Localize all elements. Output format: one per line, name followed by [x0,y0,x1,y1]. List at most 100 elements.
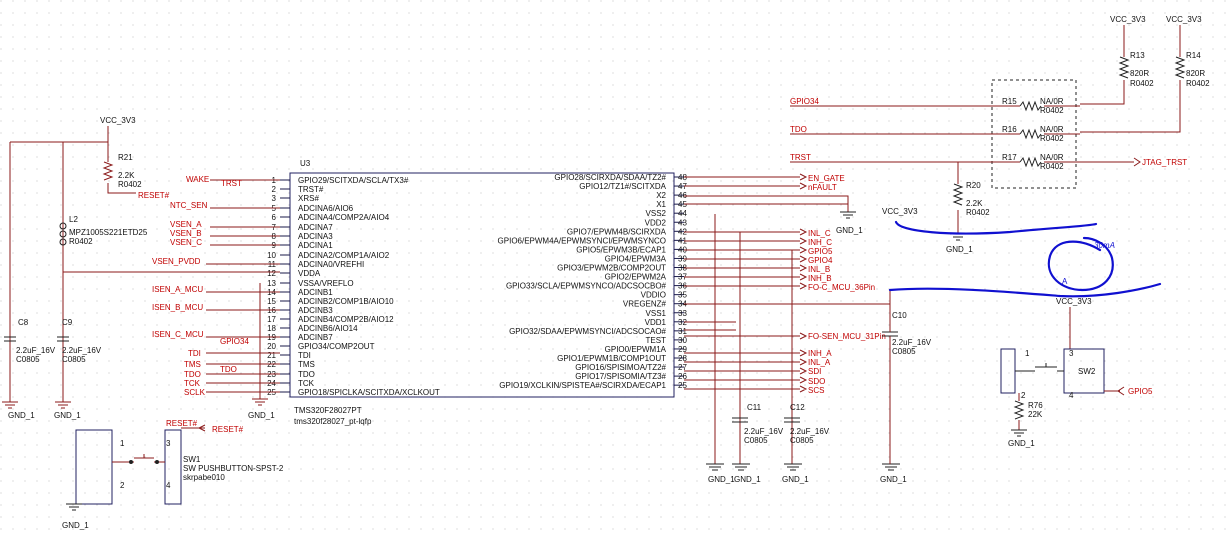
u3-right-pin-num: 41 [678,236,687,245]
u3-right-pin-num: 40 [678,245,687,254]
net-ntc-sen: NTC_SEN [170,201,208,210]
sw1-net-reset: RESET# [166,419,198,428]
u3-right-pins: 48GPIO28/SCIRXDA/SDAA/TZ2#47GPIO12/TZ1#/… [498,173,688,390]
u3-right-pin-num: 44 [678,209,687,218]
net-sdi: SDI [808,367,821,376]
u3-right-pin-name: VDD1 [645,318,667,327]
net-inl-c: INL_C [808,229,831,238]
net-inh-b: INH_B [808,274,832,283]
c12-pkg: C0805 [790,436,814,445]
gnd-c11: GND_1 [734,475,761,484]
u3-right-pin-num: 47 [678,182,687,191]
jtag-tdo: TDO [790,125,807,134]
r20-ref: R20 [966,181,981,190]
net-fo-c: FO-C_MCU_36Pin [808,283,875,292]
vcc-label-hand: VCC_3V3 [882,207,918,216]
r15-ref: R15 [1002,97,1017,106]
u3-left-pin-num: 20 [267,342,276,351]
u3-right-pin-name: GPIO17/SPISOMIA/TZ3# [575,372,666,381]
u3-left-pin-name: GPIO18/SPICLKA/SCITXDA/XCLKOUT [298,388,440,397]
u3-left-pin-name: VSSA/VREFLO [298,279,354,288]
c10-ref: C10 [892,311,907,320]
u3-right-pin-name: GPIO12/TZ1#/SCITXDA [579,182,666,191]
net-nfault: nFAULT [808,183,837,192]
sw1-pkg: skrpabe010 [183,473,225,482]
u3-left-pin-name: ADCINA6/AIO6 [298,204,354,213]
gnd-vssa: GND_1 [248,411,275,420]
r20-pkg: R0402 [966,208,990,217]
sw2-pin1: 1 [1025,349,1030,358]
u3-right-pin-num: 31 [678,327,687,336]
gnd-r20: GND_1 [946,245,973,254]
gnd-c12: GND_1 [782,475,809,484]
r15-val: NA/0R [1040,97,1064,106]
u3-left-pin-num: 2 [272,185,277,194]
handwritten-annotation: A 30mA [888,220,1162,298]
left-net-labels: WAKE RESET# NTC_SEN VSEN_A VSEN_B VSEN_C… [138,175,280,397]
u3-right-pin-name: GPIO33/SCLA/EPWMSYNCO/ADCSOCBO# [506,282,667,291]
u3-left-pin-name: GPIO29/SCITXDA/SCLA/TX3# [298,176,409,185]
vcc-label-r21: VCC_3V3 [100,116,136,125]
u3-right-pin-name: GPIO0/EPWM1A [605,345,667,354]
u3-right-pin-num: 45 [678,200,687,209]
u3-left-pin-name: ADCINB6/AIO14 [298,324,358,333]
sw2-net-gpio5: GPIO5 [1128,387,1153,396]
net-sclk: SCLK [184,388,206,397]
u3-right-pin-name: VDDIO [641,291,666,300]
u3-left-pin-name: ADCINA1 [298,241,333,250]
r20-val: 2.2K [966,199,983,208]
u3-right-pin-num: 26 [678,372,687,381]
gnd-c10: GND_1 [880,475,907,484]
jtag-gpio34: GPIO34 [790,97,819,106]
c11-pkg: C0805 [744,436,768,445]
u3-left-pin-name: ADCINA0/VREFHI [298,260,364,269]
annotation-current: 30mA [1094,241,1115,250]
r13-val: 820R [1130,69,1149,78]
net-isen-c: ISEN_C_MCU [152,330,204,339]
net-wake: WAKE [186,175,209,184]
u3-left-pin-name: TRST# [298,185,324,194]
c12-val: 2.2uF_16V [790,427,830,436]
r21-val: 2.2K [118,171,135,180]
u3-right-pin-name: GPIO19/XCLKIN/SPISTEA#/SCIRXDA/ECAP1 [499,381,666,390]
sw1-val: SW PUSHBUTTON-SPST-2 [183,464,284,473]
l2-pkg: R0402 [69,237,93,246]
left-power-section: VCC_3V3 R21 2.2K R0402 L2 MPZ1005S221ETD… [2,116,280,420]
c9-val: 2.2uF_16V [62,346,102,355]
u3-right-pin-num: 48 [678,173,687,182]
l2-val: MPZ1005S221ETD25 [69,228,148,237]
r16-pkg: R0402 [1040,134,1064,143]
u3-right-pin-num: 33 [678,309,687,318]
r17-val: NA/0R [1040,153,1064,162]
sw1-ref: SW1 [183,455,201,464]
sw1-net-reset-arrow: RESET# [212,425,244,434]
u3-left-pin-name: ADCINA2/COMP1A/AIO2 [298,251,390,260]
u3-right-pin-num: 28 [678,354,687,363]
gnd-c8: GND_1 [8,411,35,420]
u3-right-pin-num: 42 [678,227,687,236]
c8-ref: C8 [18,318,29,327]
c10-pkg: C0805 [892,347,916,356]
vcc-label-sw2: VCC_3V3 [1056,297,1092,306]
vcc-label-r14: VCC_3V3 [1166,15,1202,24]
u3-left-pin-name: VDDA [298,269,321,278]
net-tdo-pin: TDO [220,365,237,374]
u3-right-pin-num: 34 [678,300,687,309]
u3-left-pin-name: ADCINB2/COMP1B/AIO10 [298,297,394,306]
sw1-left-body [75,429,113,505]
sw2-pin4: 4 [1069,391,1074,400]
net-vsen-pvdd: VSEN_PVDD [152,257,201,266]
u3-left-pin-num: 3 [272,194,277,203]
u3-left-pin-num: 15 [267,297,276,306]
u3-left-pin-name: ADCINA4/COMP2A/AIO4 [298,213,390,222]
r14-val: 820R [1186,69,1205,78]
sw2-pin3: 3 [1069,349,1074,358]
net-sdo: SDO [808,377,825,386]
r76-val: 22K [1028,410,1043,419]
u3-left-pin-name: ADCINA3 [298,232,333,241]
net-isen-b: ISEN_B_MCU [152,303,203,312]
right-net-labels: EN_GATE nFAULT INL_C INH_C GPIO5 GPIO4 I… [684,173,886,395]
